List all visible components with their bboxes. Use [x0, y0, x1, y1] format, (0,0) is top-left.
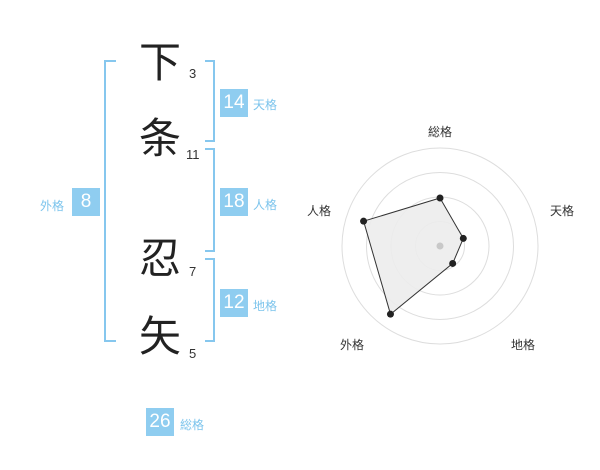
radar-label-jinkaku: 人格: [307, 204, 332, 218]
radar-label-chikaku: 地格: [511, 338, 536, 352]
radar-polygon: [362, 197, 464, 316]
jinkaku-label: 人格: [253, 198, 278, 212]
gaikaku-value: 8: [72, 188, 100, 216]
radar-points: [360, 194, 467, 318]
radar-point: [459, 234, 467, 242]
radar-point: [436, 194, 444, 202]
chikaku-label: 地格: [253, 299, 278, 313]
name-char-3: 忍: [138, 234, 181, 283]
tenkaku-value: 14: [220, 89, 248, 117]
gaikaku-bracket: [104, 60, 116, 342]
tenkaku-bracket: [205, 60, 215, 142]
stroke-count-4: 5: [189, 346, 197, 361]
tenkaku-label: 天格: [253, 98, 278, 112]
radar-ring: [341, 147, 539, 345]
radar-point: [386, 310, 394, 318]
jinkaku-value: 18: [220, 188, 248, 216]
soukaku-label: 総格: [180, 418, 205, 432]
radar-point: [360, 217, 368, 225]
stroke-count-3: 7: [189, 264, 197, 279]
radar-label-tenkaku: 天格: [550, 204, 575, 218]
stroke-count-2: 11: [186, 147, 200, 162]
radar-label-gaikaku: 外格: [340, 338, 365, 352]
radar-label-soukaku: 総格: [428, 125, 453, 139]
gaikaku-label: 外格: [40, 199, 65, 213]
name-char-1: 下: [138, 38, 181, 87]
name-char-4: 矢: [138, 312, 181, 361]
soukaku-value: 26: [146, 408, 174, 436]
radar-ring: [366, 172, 514, 320]
chikaku-value: 12: [220, 289, 248, 317]
radar-center-dot: [436, 242, 444, 250]
jinkaku-bracket: [205, 148, 215, 252]
radar-point: [449, 259, 457, 267]
stroke-count-1: 3: [189, 66, 197, 81]
chikaku-bracket: [205, 258, 215, 342]
name-char-2: 条: [138, 114, 181, 163]
